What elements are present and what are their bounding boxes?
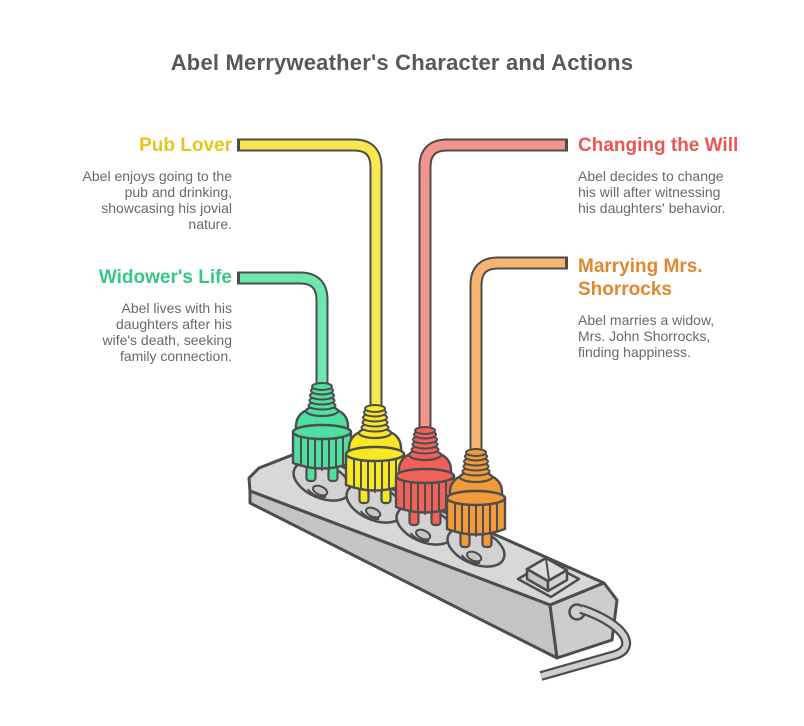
plug-widowers-life bbox=[291, 381, 353, 483]
cable-marrying-mrs-shorrocks-outline bbox=[469, 256, 568, 460]
cable-widowers-life bbox=[240, 273, 327, 394]
section-title-pub-lover: Pub Lover bbox=[139, 135, 232, 156]
section-description-widowers-life: Abel lives with his daughters after his … bbox=[102, 300, 232, 364]
section-widowers-life: Widower's Life Abel lives with his daugh… bbox=[60, 266, 232, 364]
cable-marrying-mrs-shorrocks bbox=[471, 258, 565, 460]
section-title-widowers-life: Widower's Life bbox=[98, 267, 232, 288]
power-switch bbox=[516, 556, 581, 599]
cable-pub-lover bbox=[240, 140, 381, 416]
page-title: Abel Merryweather's Character and Action… bbox=[170, 50, 634, 75]
power-cord bbox=[540, 606, 629, 679]
cable-changing-the-will-outline bbox=[418, 138, 568, 438]
cable-changing-the-will bbox=[420, 140, 565, 438]
section-pub-lover: Pub Lover Abel enjoys going to the pub a… bbox=[60, 134, 232, 232]
cable-widowers-life-outline bbox=[237, 271, 329, 394]
section-changing-the-will: Changing the Will Abel decides to change… bbox=[578, 134, 763, 216]
section-description-changing-the-will: Abel decides to change his will after wi… bbox=[578, 168, 726, 216]
section-description-marrying-mrs-shorrocks: Abel marries a widow, Mrs. John Shorrock… bbox=[578, 312, 715, 360]
section-title-marrying-mrs-shorrocks: Marrying Mrs. Shorrocks bbox=[578, 256, 703, 300]
section-description-pub-lover: Abel enjoys going to the pub and drinkin… bbox=[82, 168, 232, 232]
plug-changing-the-will bbox=[394, 425, 456, 527]
section-title-changing-the-will: Changing the Will bbox=[578, 135, 739, 156]
plug-marrying-mrs-shorrocks bbox=[445, 447, 507, 549]
power-strip bbox=[247, 448, 632, 681]
cables bbox=[237, 138, 568, 460]
section-marrying-mrs-shorrocks: Marrying Mrs. Shorrocks Abel marries a w… bbox=[578, 255, 763, 360]
strip-end-cap bbox=[548, 581, 619, 660]
